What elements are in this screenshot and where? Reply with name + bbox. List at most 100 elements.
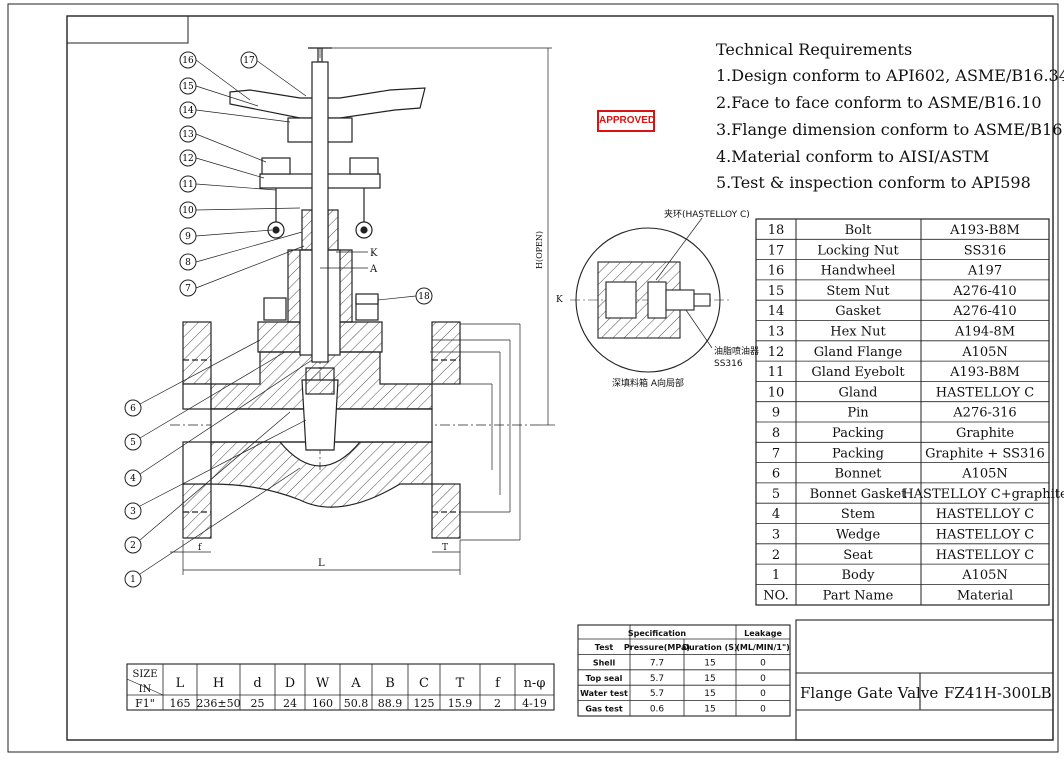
parts-cell: 12 <box>768 345 785 360</box>
parts-cell: A276-410 <box>952 304 1016 319</box>
parts-cell: A193-B8M <box>949 365 1020 380</box>
parts-cell: HASTELLOY C <box>936 548 1034 563</box>
test-cell: 15 <box>704 658 715 668</box>
callout-11: 11 <box>179 175 197 193</box>
parts-cell: 9 <box>772 406 780 421</box>
callout-16: 16 <box>179 51 197 69</box>
title-name: Flange Gate Valve <box>800 684 938 702</box>
test-cell: Gas test <box>585 705 623 714</box>
parts-cell: 18 <box>768 223 785 238</box>
parts-cell: Graphite + SS316 <box>925 446 1045 461</box>
test-cell: 15 <box>704 689 715 699</box>
svg-text:3: 3 <box>130 507 136 517</box>
svg-text:17: 17 <box>243 56 255 66</box>
test-cell: 0.6 <box>650 705 665 715</box>
test-cell: (ML/MIN/1") <box>736 643 790 652</box>
requirement-2: 2.Face to face conform to ASME/B16.10 <box>716 93 1042 112</box>
parts-cell: 5 <box>772 487 780 502</box>
parts-cell: Packing <box>832 446 884 461</box>
size-label-bottom: IN <box>139 684 152 695</box>
test-cell: 0 <box>760 658 766 668</box>
dim-value-cell: 2 <box>494 697 501 710</box>
callouts: 16 15 14 13 12 11 10 9 8 7 6 5 4 3 2 1 1… <box>124 51 433 588</box>
parts-cell: Packing <box>832 426 884 441</box>
dim-label-h: H(OPEN) <box>535 231 544 269</box>
svg-text:14: 14 <box>182 106 194 116</box>
parts-cell: Gland <box>839 385 878 400</box>
parts-cell: Hex Nut <box>830 325 886 340</box>
svg-text:6: 6 <box>130 404 136 414</box>
parts-cell: 3 <box>772 528 780 543</box>
title-block <box>795 619 1054 741</box>
parts-cell: HASTELLOY C <box>936 528 1034 543</box>
svg-text:8: 8 <box>185 258 191 268</box>
dim-header-cell: H <box>213 676 224 691</box>
parts-cell: 10 <box>768 385 785 400</box>
parts-cell: A105N <box>961 345 1008 360</box>
parts-cell: HASTELLOY C <box>936 507 1034 522</box>
right-flange-top <box>431 321 461 385</box>
size-label-top: SIZE <box>132 669 157 680</box>
parts-cell: Bonnet Gasket <box>810 487 908 502</box>
parts-cell: 6 <box>772 467 780 482</box>
dim-header-cell: A <box>350 676 361 691</box>
parts-cell: A105N <box>961 467 1008 482</box>
parts-cell: Part Name <box>823 588 894 603</box>
test-cell: 15 <box>704 705 715 715</box>
parts-cell: A194-8M <box>954 325 1015 340</box>
svg-text:10: 10 <box>182 206 194 216</box>
callout-18: 18 <box>415 287 433 305</box>
title-model: FZ41H-300LB <box>944 684 1052 702</box>
svg-text:12: 12 <box>182 154 193 164</box>
svg-text:9: 9 <box>185 232 191 242</box>
dim-value-cell: 50.8 <box>344 697 369 710</box>
parts-cell: NO. <box>763 588 788 603</box>
callout-7: 7 <box>179 279 197 297</box>
left-flange-bottom <box>182 483 212 539</box>
test-cell: 7.7 <box>650 658 664 668</box>
svg-text:2: 2 <box>130 541 136 551</box>
dim-value-cell: 15.9 <box>448 697 473 710</box>
parts-cell: Pin <box>847 406 869 421</box>
detail-top-label: 夹环(HASTELLOY C) <box>664 208 750 220</box>
callout-13: 13 <box>179 125 197 143</box>
dim-header-cell: d <box>253 676 261 691</box>
svg-text:11: 11 <box>182 180 193 190</box>
parts-cell: 14 <box>768 304 785 319</box>
parts-cell: Graphite <box>956 426 1014 441</box>
callout-2: 2 <box>124 536 142 554</box>
requirement-1: 1.Design conform to API602, ASME/B16.34 <box>716 66 1064 85</box>
outer-border <box>7 3 1059 753</box>
dim-value-cell: 4-19 <box>522 697 547 710</box>
dim-label-f: f <box>198 543 202 553</box>
dim-value-cell: 160 <box>312 697 333 710</box>
callout-3: 3 <box>124 502 142 520</box>
spec-header: Specification <box>628 629 687 638</box>
svg-text:15: 15 <box>182 82 194 92</box>
dim-header-cell: L <box>176 676 185 691</box>
parts-cell: HASTELLOY C <box>936 385 1034 400</box>
dim-value-cell: 25 <box>251 697 265 710</box>
parts-cell: Gland Flange <box>814 345 903 360</box>
test-cell: Duration (S) <box>682 643 737 652</box>
parts-cell: HASTELLOY C+graphite <box>902 487 1064 502</box>
parts-cell: 8 <box>772 426 780 441</box>
dim-header-cell: C <box>419 676 429 691</box>
parts-cell: Gasket <box>835 304 881 319</box>
parts-cell: Handwheel <box>821 264 896 279</box>
callout-15: 15 <box>179 77 197 95</box>
callout-12: 12 <box>179 149 197 167</box>
parts-cell: Seat <box>843 548 873 563</box>
dim-value-cell: 24 <box>283 697 297 710</box>
parts-cell: 1 <box>772 568 780 583</box>
callout-10: 10 <box>179 201 197 219</box>
parts-cell: SS316 <box>964 243 1006 258</box>
detail-side-label: 油脂喷油器 <box>714 345 759 357</box>
callout-17: 17 <box>240 51 258 69</box>
parts-cell: Bolt <box>845 223 873 238</box>
test-cell: 0 <box>760 705 766 715</box>
dim-label-k: K <box>556 295 563 305</box>
